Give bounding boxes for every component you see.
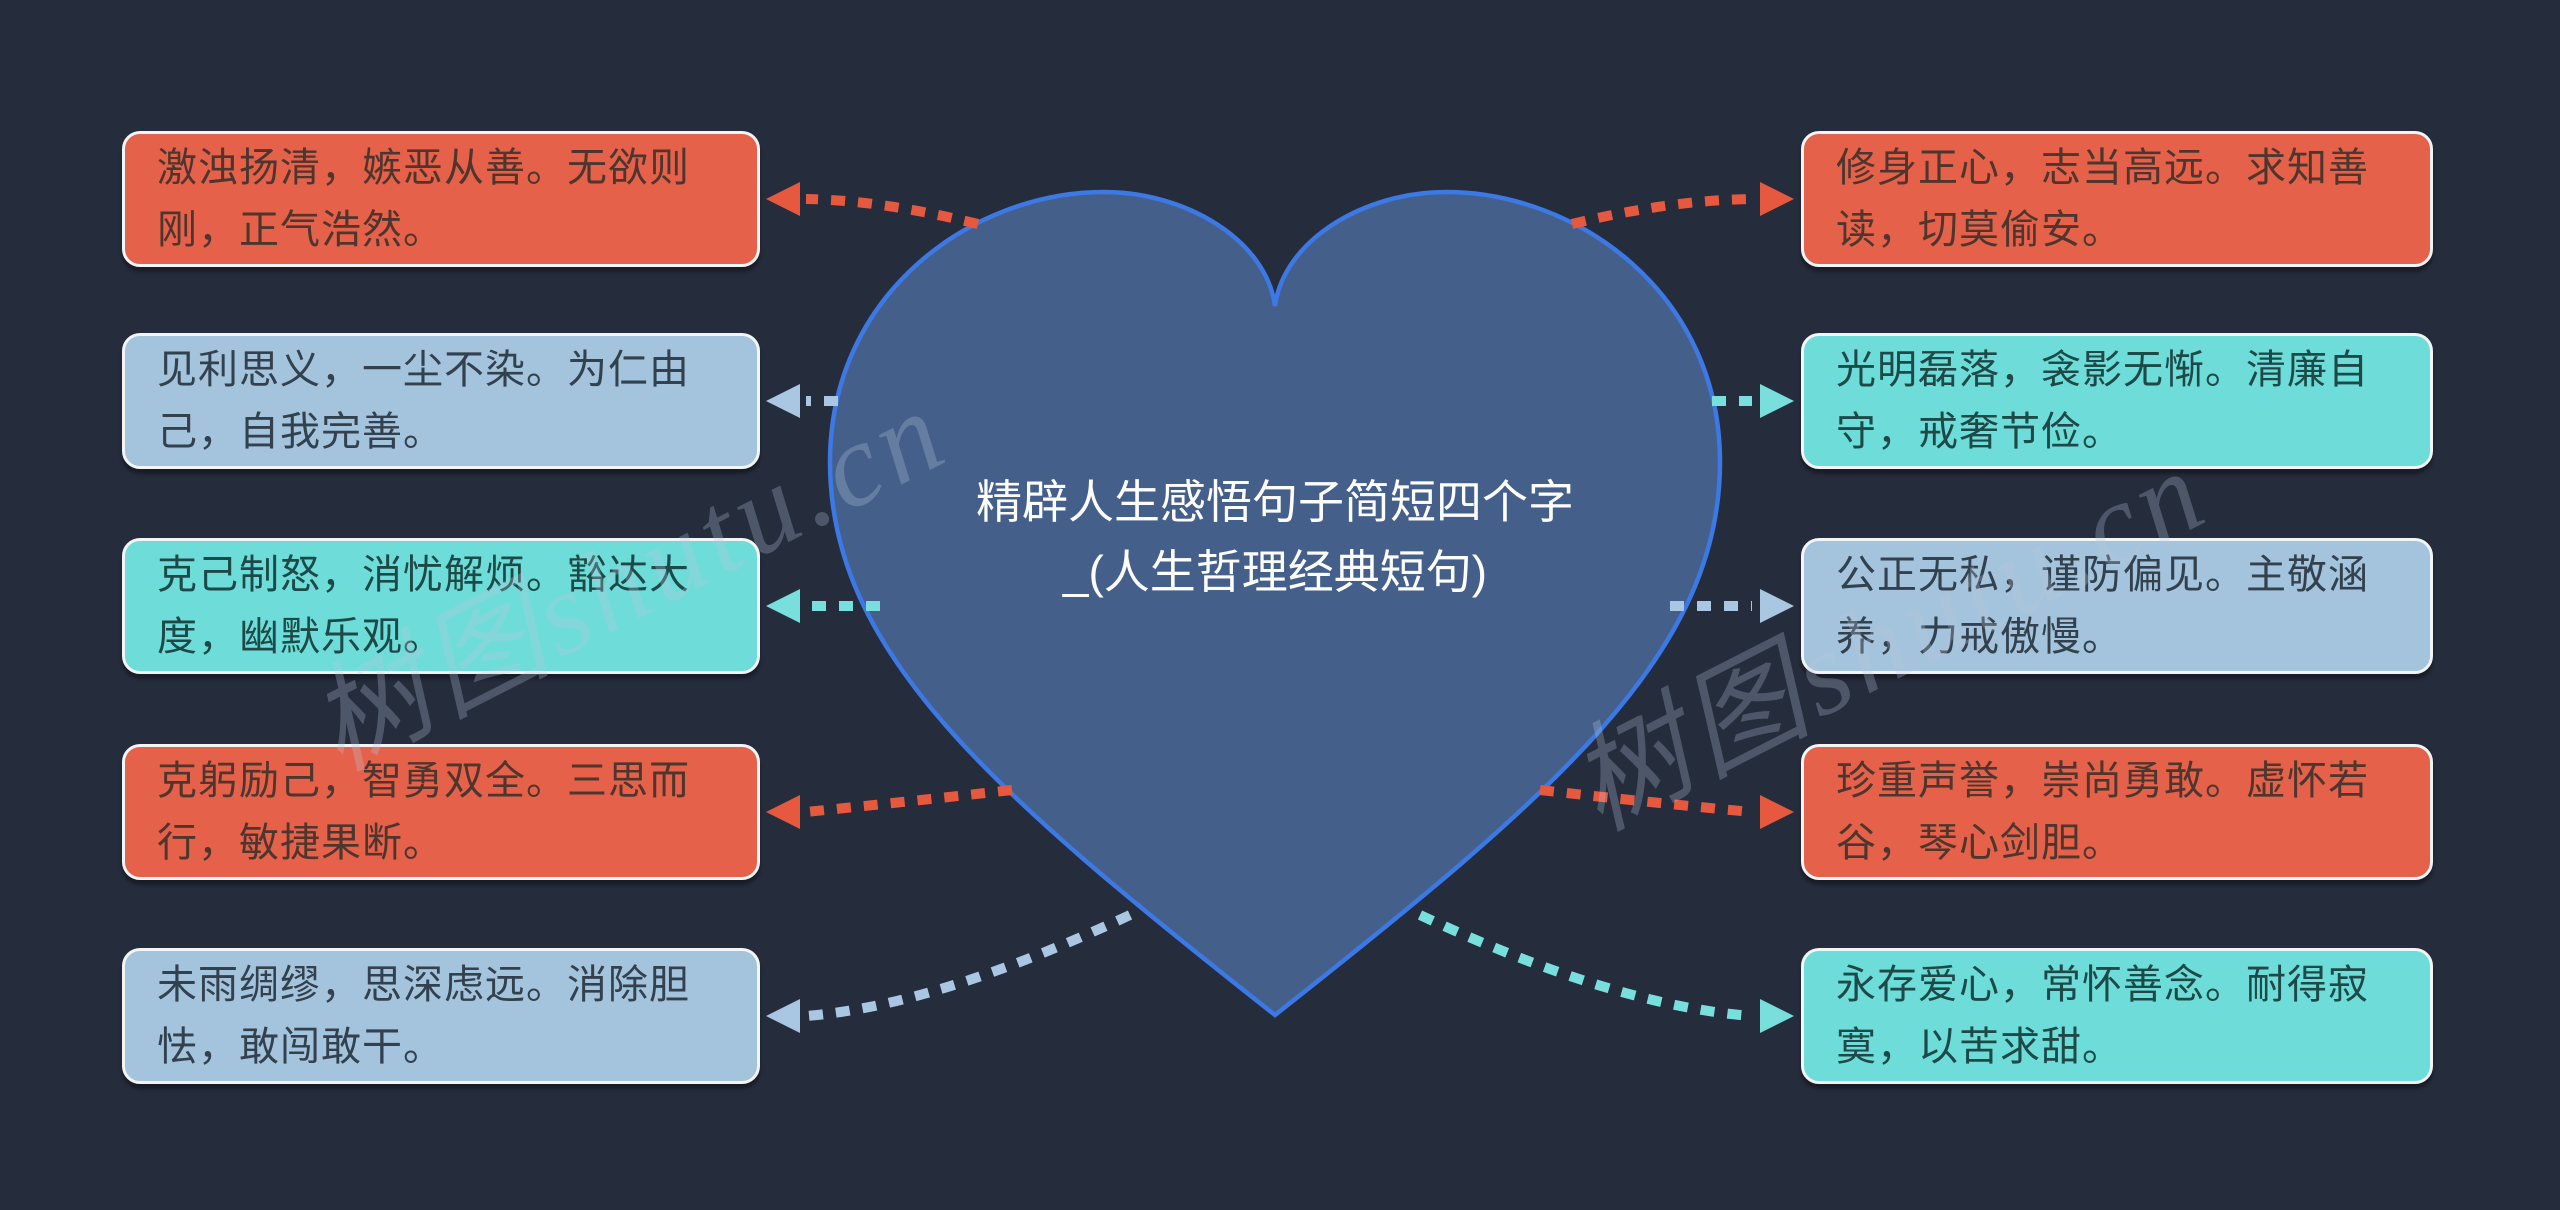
node-left-5-label: 未雨绸缪，思深虑远。消除胆怯，敢闯敢干。 (157, 963, 690, 1069)
node-left-1-label: 激浊扬清，嫉恶从善。无欲则刚，正气浩然。 (157, 146, 690, 252)
connector-right-5 (1417, 910, 1753, 1021)
connector-left-1 (805, 194, 980, 229)
node-right-1[interactable]: 修身正心，志当高远。求知善读，切莫偷安。 (1801, 131, 2433, 267)
node-left-5[interactable]: 未雨绸缪，思深虑远。消除胆怯，敢闯敢干。 (122, 948, 760, 1084)
arrowhead-right-3 (1760, 589, 1794, 623)
heart-shape (827, 189, 1723, 1018)
arrowhead-right-4 (1760, 795, 1794, 829)
arrowhead-left-3 (766, 589, 800, 623)
node-left-3[interactable]: 克己制怒，消忧解烦。豁达大度，幽默乐观。 (122, 538, 760, 674)
node-right-3-label: 公正无私，谨防偏见。主敬涵养，力戒傲慢。 (1836, 553, 2369, 659)
central-topic[interactable]: 精辟人生感悟句子简短四个字_(人生哲理经典短句) (976, 476, 1574, 598)
connector-right-4 (1539, 785, 1753, 817)
arrowhead-right-2 (1760, 384, 1794, 418)
arrowhead-left-2 (766, 384, 800, 418)
node-right-5-label: 永存爱心，常怀善念。耐得寂寞，以苦求甜。 (1836, 963, 2369, 1069)
node-right-4-label: 珍重声誉，崇尚勇敢。虚怀若谷，琴心剑胆。 (1836, 759, 2369, 865)
node-right-4[interactable]: 珍重声誉，崇尚勇敢。虚怀若谷，琴心剑胆。 (1801, 744, 2433, 880)
node-left-1[interactable]: 激浊扬清，嫉恶从善。无欲则刚，正气浩然。 (122, 131, 760, 267)
node-right-2[interactable]: 光明磊落，衾影无惭。清廉自守，戒奢节俭。 (1801, 333, 2433, 469)
arrowhead-left-1 (766, 182, 800, 216)
node-left-3-label: 克己制怒，消忧解烦。豁达大度，幽默乐观。 (157, 553, 690, 659)
arrowhead-left-5 (766, 999, 800, 1033)
connector-left-4 (805, 785, 1013, 817)
node-left-2-label: 见利思义，一尘不染。为仁由己，自我完善。 (157, 348, 690, 454)
arrowhead-right-5 (1760, 999, 1794, 1033)
node-left-4-label: 克躬励己，智勇双全。三思而行，敏捷果断。 (157, 759, 690, 865)
arrowhead-left-4 (766, 795, 800, 829)
node-right-3[interactable]: 公正无私，谨防偏见。主敬涵养，力戒傲慢。 (1801, 538, 2433, 674)
arrowhead-right-1 (1760, 182, 1794, 216)
node-right-5[interactable]: 永存爱心，常怀善念。耐得寂寞，以苦求甜。 (1801, 948, 2433, 1084)
node-right-1-label: 修身正心，志当高远。求知善读，切莫偷安。 (1836, 146, 2369, 252)
connector-left-5 (805, 910, 1133, 1021)
connector-right-1 (1570, 194, 1753, 229)
node-left-2[interactable]: 见利思义，一尘不染。为仁由己，自我完善。 (122, 333, 760, 469)
node-right-2-label: 光明磊落，衾影无惭。清廉自守，戒奢节俭。 (1836, 348, 2369, 454)
node-left-4[interactable]: 克躬励己，智勇双全。三思而行，敏捷果断。 (122, 744, 760, 880)
